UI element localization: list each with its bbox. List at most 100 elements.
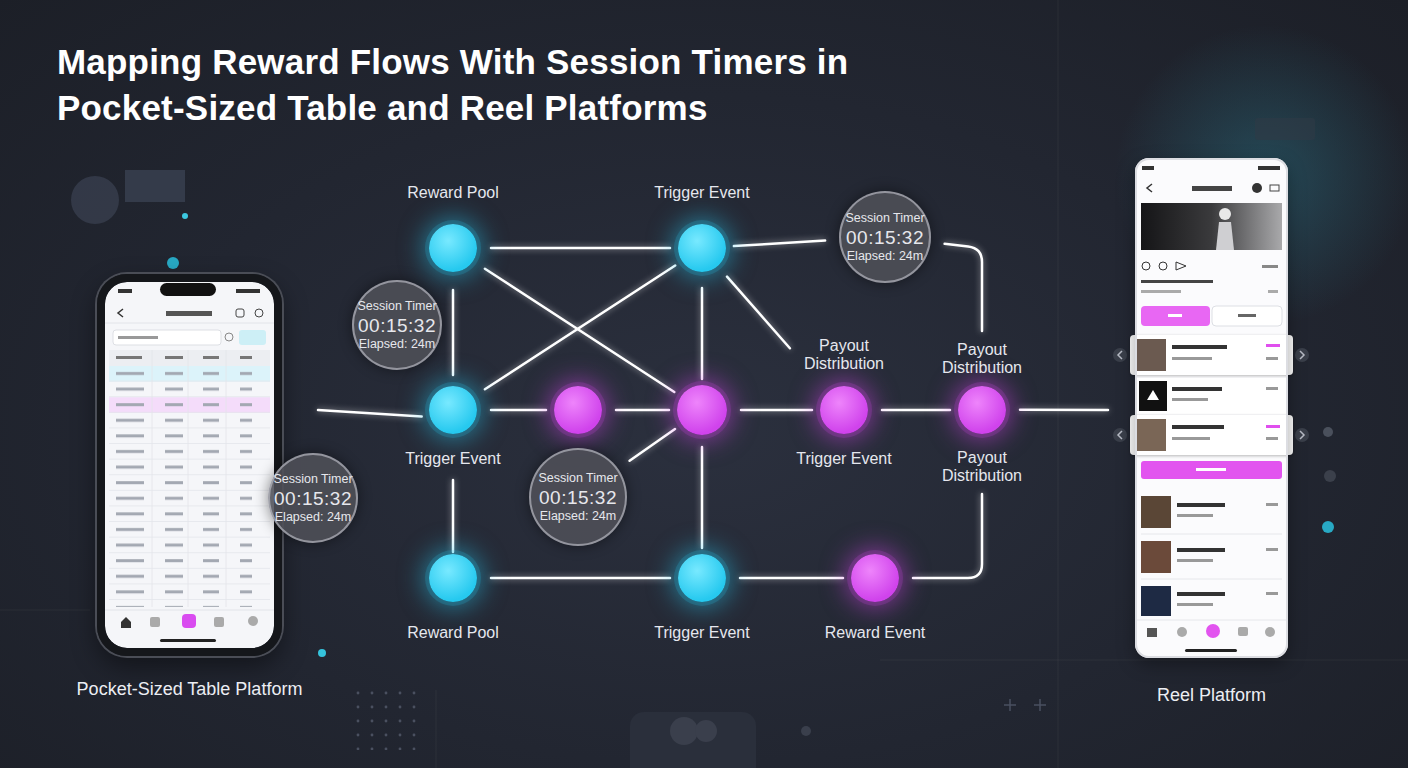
search-bar <box>118 336 158 339</box>
header-cell <box>203 356 219 359</box>
list-bar <box>1177 559 1213 562</box>
nav-icon-active <box>1206 624 1220 638</box>
diagram-title: Mapping Reward Flows With Session Timers… <box>57 39 957 131</box>
tab-active <box>1141 306 1210 326</box>
flow-arrow <box>734 241 825 247</box>
reward-node: Trigger Event <box>429 386 477 434</box>
session-timer: Session Timer00:15:32Elapsed: 24m <box>839 191 931 283</box>
flow-node: Payout DistributionTrigger Event <box>820 386 868 434</box>
tab-bar <box>1168 314 1182 317</box>
flow-arrow <box>701 447 704 548</box>
deco-circle <box>71 176 119 224</box>
list-card <box>1130 415 1293 455</box>
header-cell <box>240 356 252 359</box>
table-rows <box>109 366 270 607</box>
node-label: Payout Distribution <box>927 341 1037 377</box>
phone-screen <box>1135 158 1288 658</box>
card-bar <box>1266 344 1280 347</box>
header-icon <box>1270 185 1279 191</box>
list-bar <box>1177 514 1213 517</box>
session-timer: Session Timer00:15:32Elapsed: 24m <box>352 280 442 370</box>
avatar <box>1141 496 1171 528</box>
avatar <box>1141 541 1171 573</box>
avatar-logo <box>1147 390 1159 400</box>
timer-clock: 00:15:32 <box>274 487 352 510</box>
node-label: Payout Distribution <box>789 337 899 373</box>
flow-arrow <box>740 577 843 580</box>
tab-bar <box>1238 314 1256 317</box>
filter-button <box>239 330 266 345</box>
figure-head <box>1219 208 1231 220</box>
card-bar <box>1266 437 1278 440</box>
list-bar <box>1177 603 1213 606</box>
timer-elapsed: Elapsed: 24m <box>275 510 351 525</box>
caption-bar <box>1141 290 1181 293</box>
chevron-bg <box>1113 348 1127 362</box>
action-icon <box>1159 262 1167 270</box>
flow-node <box>554 386 602 434</box>
deco-dot <box>1323 427 1333 437</box>
dot-grid <box>355 690 425 750</box>
nav-icon <box>1265 627 1275 637</box>
home-indicator <box>160 639 216 642</box>
timer-title: Session Timer <box>845 211 924 226</box>
list-bar <box>1266 503 1278 506</box>
reward-node: Trigger Event <box>678 224 726 272</box>
status-bar <box>1142 166 1154 170</box>
flow-arrow <box>491 409 546 412</box>
chevron <box>1118 431 1122 439</box>
card-bar <box>1172 398 1208 401</box>
list-card <box>1130 335 1293 375</box>
avatar <box>1136 419 1166 451</box>
flow-arrow <box>630 429 675 461</box>
session-timer: Session Timer00:15:32Elapsed: 24m <box>529 448 627 546</box>
tab <box>1212 306 1282 326</box>
meta-bar <box>1262 265 1278 268</box>
card-bar <box>1172 387 1222 391</box>
deco-dot <box>801 726 811 736</box>
grid-line <box>436 690 437 768</box>
card-bar <box>1172 357 1212 360</box>
list-divider <box>1141 534 1282 535</box>
platform-label: Pocket-Sized Table Platform <box>30 680 350 698</box>
phone-frame: Reel Platform <box>1135 158 1288 658</box>
deco-dot <box>318 649 326 657</box>
status-bar <box>118 289 132 293</box>
node-label: Reward Pool <box>353 184 553 202</box>
node-label: Trigger Event <box>602 184 802 202</box>
header-icon <box>255 309 263 317</box>
flow-node: Payout DistributionPayout Distribution <box>958 386 1006 434</box>
node-label: Reward Pool <box>353 624 553 642</box>
card-bar <box>1172 345 1227 349</box>
deco-rect <box>630 712 756 768</box>
list-bar <box>1266 548 1278 551</box>
node-label: Trigger Event <box>353 450 553 468</box>
flow-node <box>677 385 727 435</box>
chevron <box>1118 351 1122 359</box>
timer-title: Session Timer <box>538 471 617 486</box>
avatar <box>1136 339 1166 371</box>
header-bar <box>166 311 212 316</box>
flow-arrow <box>913 494 982 578</box>
flow-arrow <box>485 269 674 392</box>
timer-clock: 00:15:32 <box>358 314 436 337</box>
caption-bar <box>1268 290 1278 293</box>
deco-rect <box>1255 118 1315 140</box>
nav-divider <box>105 610 274 611</box>
deco-dot <box>1324 470 1336 482</box>
card-bar <box>1266 357 1278 360</box>
deco-rect <box>125 170 185 202</box>
card-bar <box>1266 425 1280 428</box>
nav-icon <box>1238 627 1248 636</box>
refresh-icon <box>225 333 233 341</box>
avatar <box>1139 381 1167 411</box>
deco-dot <box>167 257 179 269</box>
reward-node: Reward Pool <box>429 224 477 272</box>
card-bar <box>1266 387 1278 390</box>
phone-screen <box>105 282 274 648</box>
chevron-bg <box>1295 428 1309 442</box>
list-bar <box>1177 548 1225 552</box>
back-arrow <box>118 309 123 317</box>
nav-icon <box>150 617 160 627</box>
flow-arrow <box>945 244 982 331</box>
